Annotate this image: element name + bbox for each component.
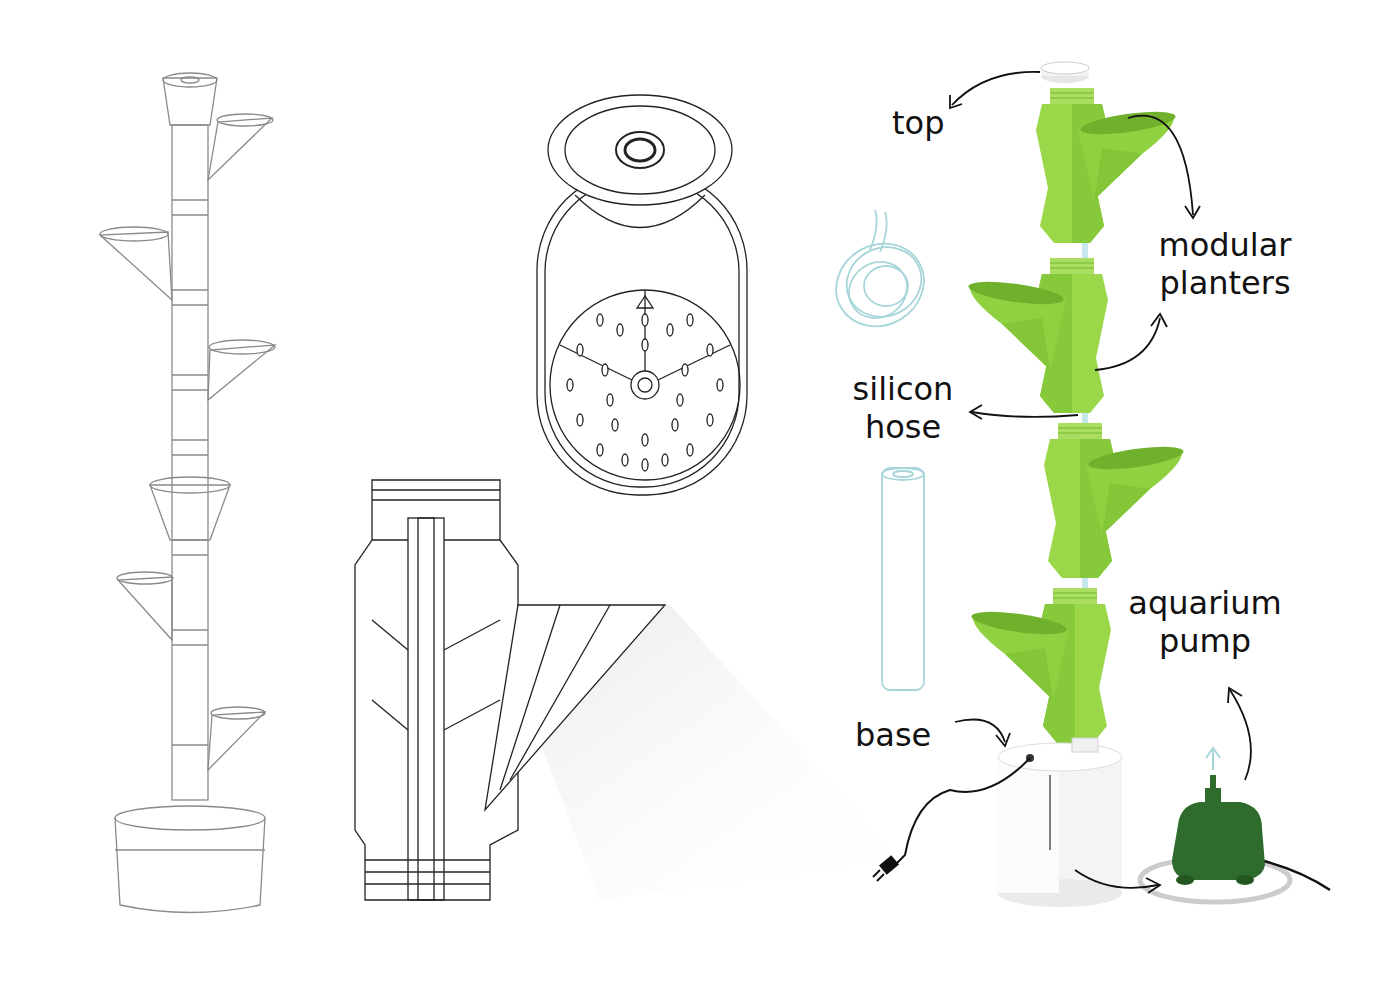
hose-sketch	[821, 210, 939, 690]
part-label: aquarium pump	[1115, 584, 1295, 661]
section-sketch	[355, 480, 665, 900]
part-label: top	[892, 104, 944, 142]
green-tower	[967, 62, 1185, 760]
leader-arrows	[950, 72, 1251, 893]
part-label: silicon hose	[838, 370, 968, 447]
part-label: base	[855, 716, 931, 754]
tower-sketch	[100, 73, 275, 913]
aquarium-pump	[1140, 748, 1330, 902]
top-view-sketch	[537, 95, 747, 495]
part-label: modular planters	[1140, 226, 1310, 303]
base-reservoir	[997, 738, 1122, 907]
power-cable	[873, 758, 1030, 881]
